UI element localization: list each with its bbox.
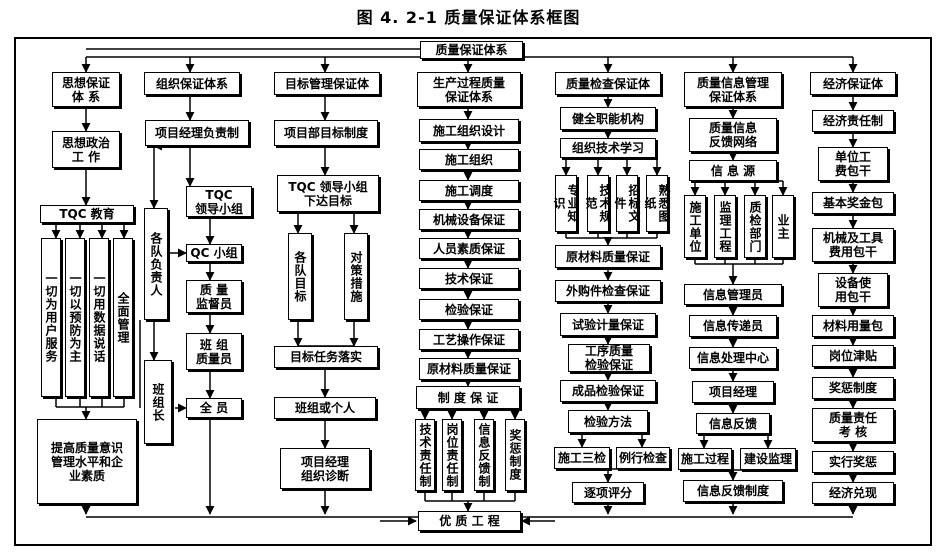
construction-supervision-node: 建设监理 (740, 448, 796, 470)
pm-responsibility-node: 项目经理负责制 (145, 120, 249, 146)
countermeasures-node: 对策措施 (344, 233, 368, 320)
team-heads-node: 各队负责人 (144, 208, 168, 320)
root-node: 质量保证体系 (420, 41, 523, 59)
prevention-node: 一切以预防为主 (65, 238, 85, 397)
post-responsibility-node: 岗位责任制 (442, 419, 462, 491)
functional-org-node: 健全职能机构 (560, 107, 656, 130)
inspection-item-1: 原材料质量保证 (555, 245, 661, 268)
economic-item-3: 基本奖金包 (812, 192, 894, 214)
process-item-9: 原材料质量保证 (419, 358, 519, 380)
inspection-item-5: 成品检验保证 (560, 380, 656, 402)
info-network-node: 质量信息 反馈网络 (689, 118, 777, 152)
drawings-node: 熟悉图纸 (643, 175, 671, 232)
info-source-node: 信 息 源 (689, 160, 777, 181)
inspection-item-3: 试验计量保证 (560, 313, 656, 336)
target-implementation-node: 目标任务落实 (274, 346, 378, 368)
quality-inspector-node: 质 量 监督员 (186, 280, 242, 313)
qc-group-node: QC 小组 (186, 244, 242, 262)
inspection-item-4: 工序质量 检验保证 (568, 344, 650, 372)
economic-item-6: 材料用量包 (812, 315, 894, 337)
total-management-node: 全面管理 (113, 238, 133, 397)
process-item-5: 人员素质保证 (419, 238, 519, 259)
inspection-item-6: 检验方法 (568, 410, 648, 433)
inspection-system-head: 质量检查保证体 (555, 72, 661, 95)
economic-item-5: 设备使 用包干 (818, 273, 888, 307)
feedback-system-node: 信息反馈制度 (683, 480, 783, 502)
diagram-frame (14, 37, 932, 546)
reward-penalty-node: 奖惩制度 (505, 419, 525, 491)
tech-spec-node: 技术规范 (584, 175, 612, 232)
economic-item-8: 奖惩制度 (812, 377, 894, 399)
final-goal-node: 优 质 工 程 (418, 511, 521, 531)
process-item-2: 施工组织 (419, 149, 519, 170)
team-targets-node: 各队目标 (288, 233, 312, 320)
economic-item-11: 经济兑现 (812, 482, 894, 504)
construction-unit-node: 施工单位 (684, 195, 706, 258)
routine-check-node: 例行检查 (616, 447, 670, 469)
customer-service-node: 一切为用户服务 (41, 238, 61, 397)
inspection-item-2: 外购件检查保证 (555, 280, 661, 302)
process-system-head: 生产过程质量 保证体系 (417, 72, 521, 107)
info-feedback-rule-node: 信息反馈制 (474, 419, 494, 491)
economic-item-7: 岗位津贴 (812, 345, 894, 367)
quality-awareness-node: 提高质量意识 管理水平和企 业素质 (37, 419, 137, 504)
info-item-2: 信息传递员 (689, 315, 777, 337)
info-item-1: 信息管理员 (684, 284, 782, 305)
page-title: 图 4. 2-1 质量保证体系框图 (356, 8, 581, 27)
group-quality-node: 班 组 质量员 (186, 333, 242, 370)
info-system-head: 质量信息管理 保证体系 (684, 72, 782, 107)
all-staff-node: 全 员 (186, 398, 242, 418)
expertise-node: 专业知识 (552, 175, 580, 232)
tqc-group-node: TQC 领导小组 (186, 186, 252, 217)
economic-item-1: 经济责任制 (812, 110, 894, 132)
process-item-4: 机械设备保证 (419, 209, 519, 230)
thought-system-head: 思想保证 体 系 (52, 72, 120, 107)
tqc-targets-node: TQC 领导小组 下达目标 (277, 175, 379, 212)
process-item-7: 检验保证 (419, 299, 519, 320)
owner-node: 业主 (772, 195, 794, 258)
process-item-3: 施工调度 (419, 180, 519, 201)
organization-system-head: 组织保证体系 (144, 72, 240, 95)
economic-item-9: 质量责任 考 核 (812, 408, 894, 442)
political-work-node: 思想政治 工 作 (52, 131, 120, 168)
info-item-4: 项目经理 (692, 381, 774, 403)
tqc-education-node: TQC 教育 (40, 205, 134, 223)
qc-department-node: 质检部门 (744, 195, 766, 258)
group-leader-node: 班组长 (144, 360, 172, 444)
group-or-individual-node: 班组或个人 (274, 397, 376, 419)
itemized-scoring-node: 逐项评分 (572, 482, 644, 503)
economic-item-10: 实行奖惩 (812, 451, 894, 473)
construction-process-node: 施工过程 (678, 448, 732, 470)
tech-responsibility-node: 技术责任制 (415, 419, 435, 491)
process-item-8: 工艺操作保证 (419, 329, 519, 350)
tender-docs-node: 招标文件 (613, 175, 641, 232)
process-item-1: 施工组织设计 (419, 119, 519, 142)
tech-learning-node: 组织技术学习 (560, 138, 656, 158)
economic-item-2: 单位工 费包干 (818, 147, 888, 181)
economic-item-4: 机械及工具 费用包干 (812, 228, 894, 262)
economic-system-head: 经济保证体 (810, 72, 896, 95)
info-item-5: 信息反馈 (696, 413, 770, 434)
process-item-6: 技术保证 (419, 268, 519, 289)
pm-diagnosis-node: 项目经理 组织诊断 (280, 448, 370, 489)
info-item-3: 信息处理中心 (689, 347, 777, 369)
supervision-node: 监理工程 (714, 195, 736, 258)
institution-guarantee-node: 制 度 保 证 (416, 386, 520, 409)
three-checks-node: 施工三检 (554, 447, 610, 469)
objective-policy-node: 项目部目标制度 (274, 120, 378, 146)
data-driven-node: 一切用数据说话 (89, 238, 109, 397)
objective-system-head: 目标管理保证体 (274, 72, 380, 95)
